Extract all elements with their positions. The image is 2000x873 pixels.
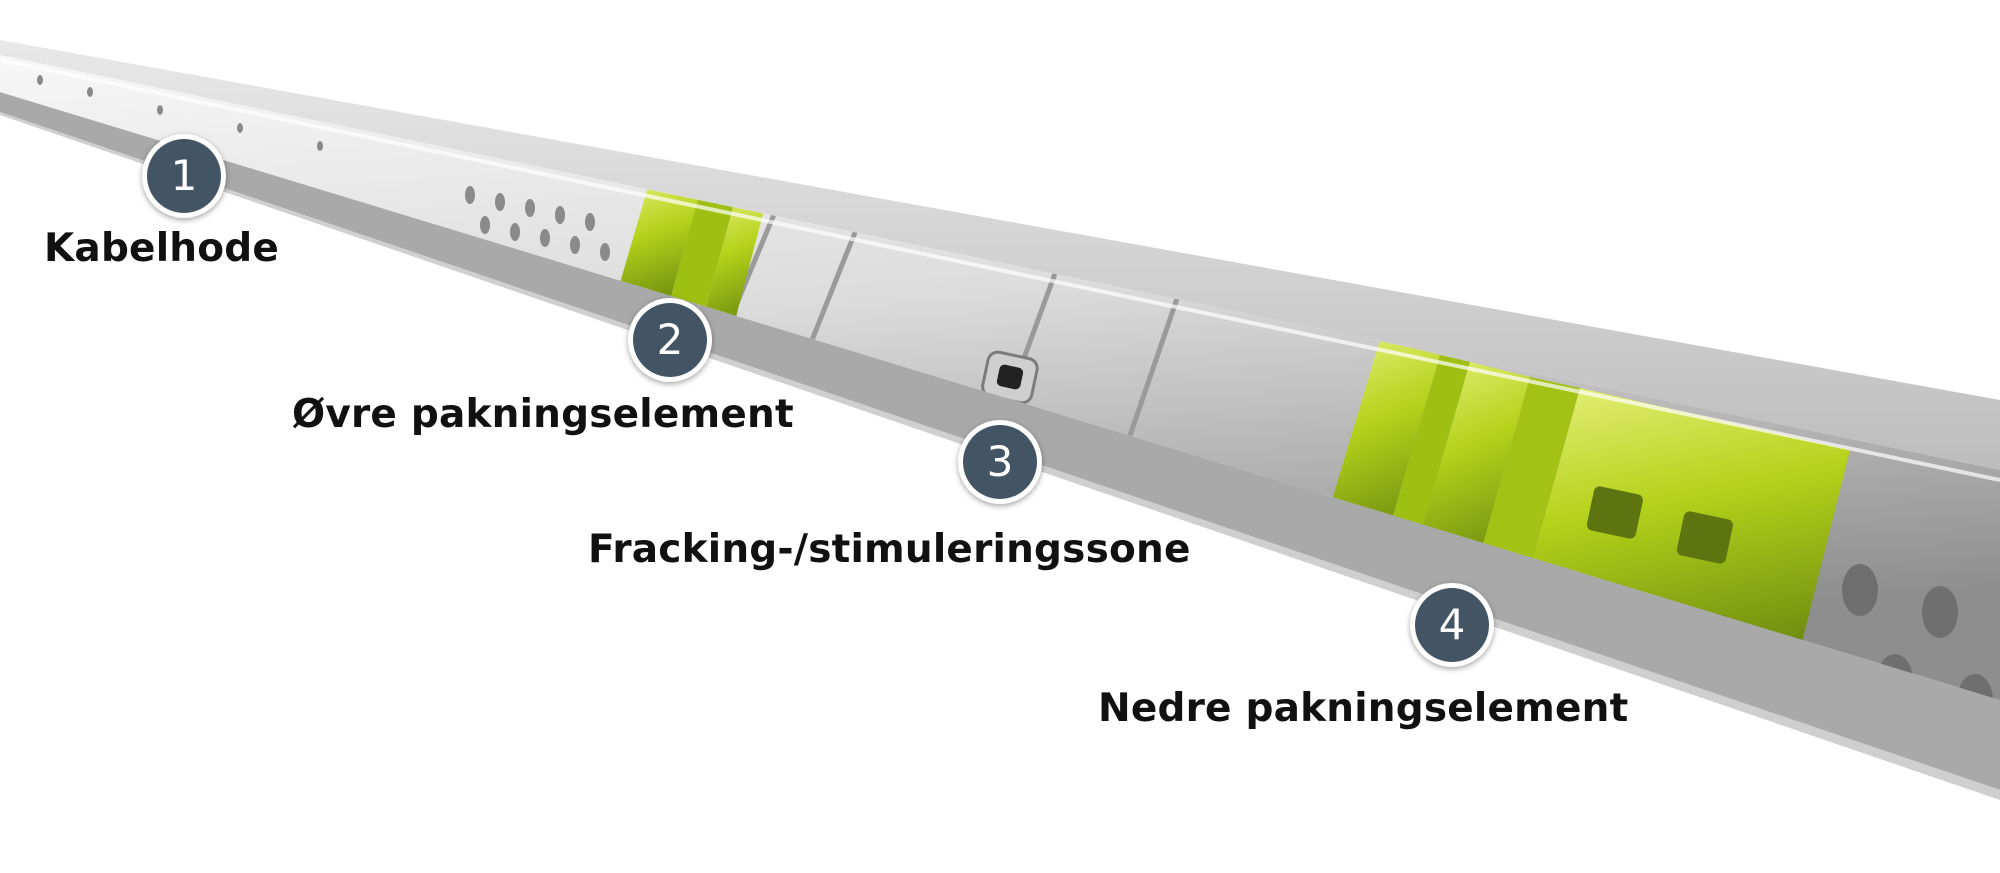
tool-highlight (0, 58, 2000, 482)
component-label: Øvre pakningselement (292, 392, 794, 437)
number-badge: 1 (142, 134, 226, 218)
component-label: Kabelhode (44, 226, 280, 271)
number-badge: 3 (958, 420, 1042, 504)
perforation-holes-upper (37, 75, 610, 261)
component-label: Fracking-/stimuleringssone (588, 527, 1191, 572)
number-badge: 2 (628, 298, 712, 382)
component-label: Nedre pakningselement (1098, 686, 1629, 731)
casing-wall-upper (0, 40, 2000, 470)
number-badge: 4 (1410, 583, 1494, 667)
upper-packer-rings (615, 180, 765, 340)
